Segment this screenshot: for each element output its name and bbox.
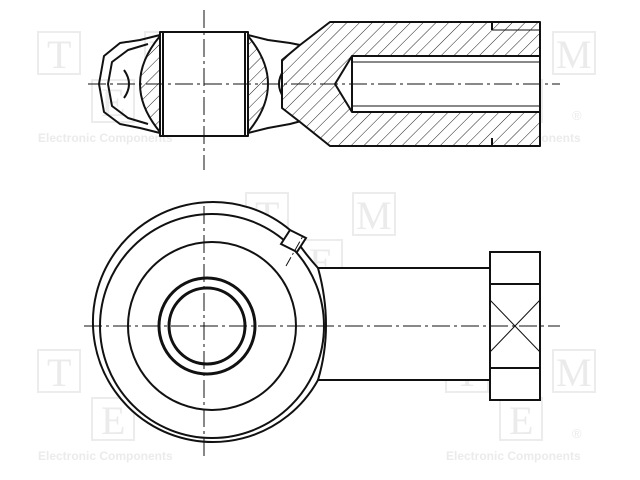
watermark-letter-m: M (356, 193, 392, 238)
grease-nipple (279, 228, 308, 254)
watermark-caption: Electronic Components (38, 449, 173, 463)
housing-inner-left (107, 43, 149, 125)
watermark-caption: Electronic Components (38, 131, 173, 145)
watermark-letter-m: M (556, 350, 592, 395)
watermark-letter-e: E (509, 398, 533, 443)
watermark-registered: ® (572, 108, 582, 123)
watermark-letter-t: T (47, 350, 71, 395)
watermark-letter-e: E (101, 80, 125, 125)
side-view (84, 201, 560, 460)
shank-body (316, 267, 491, 381)
housing-outer-right (247, 34, 306, 47)
watermark-letter-e: E (101, 398, 125, 443)
section-view (88, 10, 560, 170)
watermark-caption: Electronic Components (446, 449, 581, 463)
watermark-registered: ® (572, 426, 582, 441)
watermark-letter-t: T (47, 32, 71, 77)
watermark-letter-m: M (556, 32, 592, 77)
watermark-top-left: T M E Electronic Components (37, 31, 188, 145)
